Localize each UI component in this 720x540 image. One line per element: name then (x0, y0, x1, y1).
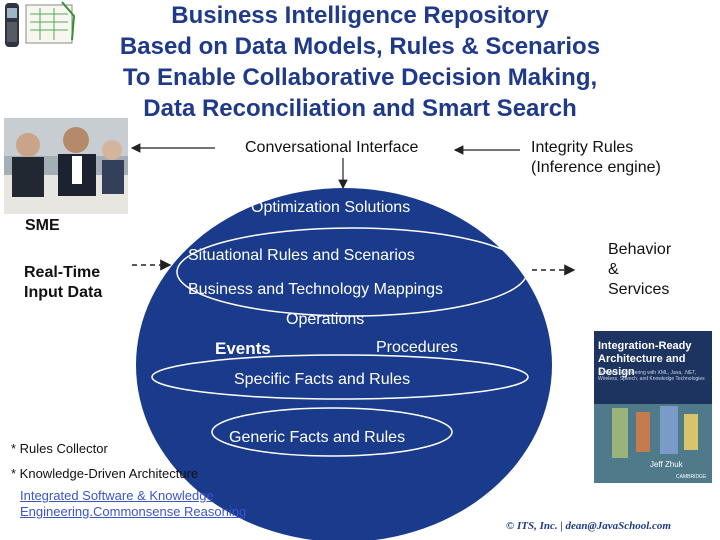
link-line-1[interactable]: Integrated Software & Knowledge (20, 488, 214, 503)
title-line-1: Business Intelligence Repository (171, 2, 549, 29)
behavior-line-3: Services (608, 281, 670, 298)
book-publisher: CAMBRIDGE (676, 474, 707, 480)
behavior-line-2: & (608, 261, 619, 278)
realtime-line-2: Input Data (24, 284, 103, 301)
book-author: Jeff Zhuk (650, 460, 683, 469)
title-line-2: Based on Data Models, Rules & Scenarios (119, 33, 601, 60)
optimization-label: Optimization Solutions (251, 199, 411, 216)
book-title: Integration-Ready Architecture and Desig… (598, 340, 708, 379)
behavior-services-label: Behavior & Services (608, 240, 671, 300)
situational-label: Situational Rules and Scenarios (188, 247, 415, 264)
reference-link[interactable]: Integrated Software & Knowledge Engineer… (20, 488, 246, 520)
copyright-text: © ITS, Inc. | dean@JavaSchool.com (506, 520, 671, 532)
realtime-line-1: Real-Time (24, 264, 101, 281)
knowledge-arch-note: * Knowledge-Driven Architecture (11, 466, 199, 481)
generic-facts-label: Generic Facts and Rules (229, 429, 406, 446)
integrity-line-2: (Inference engine) (531, 159, 661, 176)
sketch-icon (25, 1, 76, 44)
operations-label: Operations (286, 311, 365, 328)
sme-label: SME (25, 217, 60, 234)
specific-facts-label: Specific Facts and Rules (234, 371, 411, 388)
rules-collector-note: * Rules Collector (11, 441, 108, 456)
link-line-2[interactable]: Engineering.Commonsense Reasoning (20, 504, 247, 519)
book-title-line-2: Architecture and Design (598, 353, 686, 378)
phone-icon (5, 3, 19, 47)
conversational-interface-label: Conversational Interface (245, 139, 419, 156)
realtime-input-label: Real-Time Input Data (24, 263, 102, 303)
meeting-photo (4, 118, 128, 214)
rules-ellipse (176, 227, 528, 317)
events-label: Events (215, 339, 271, 358)
behavior-line-1: Behavior (608, 241, 672, 258)
integrity-line-1: Integrity Rules (531, 139, 634, 156)
integrity-rules-label: Integrity Rules (Inference engine) (531, 138, 661, 178)
page-title: Business Intelligence Repository Based o… (70, 0, 650, 124)
book-subtitle: Software Engineering with XML, Java, .NE… (598, 370, 705, 382)
specific-facts-ellipse (151, 354, 529, 400)
title-line-3: To Enable Collaborative Decision Making, (122, 64, 598, 91)
repository-circle (136, 188, 552, 540)
book-title-line-1: Integration-Ready (598, 340, 692, 352)
title-line-4: Data Reconciliation and Smart Search (143, 95, 577, 122)
procedures-label: Procedures (376, 339, 458, 356)
generic-facts-ellipse (211, 407, 453, 457)
mappings-label: Business and Technology Mappings (188, 281, 443, 298)
book-cover (594, 331, 712, 483)
